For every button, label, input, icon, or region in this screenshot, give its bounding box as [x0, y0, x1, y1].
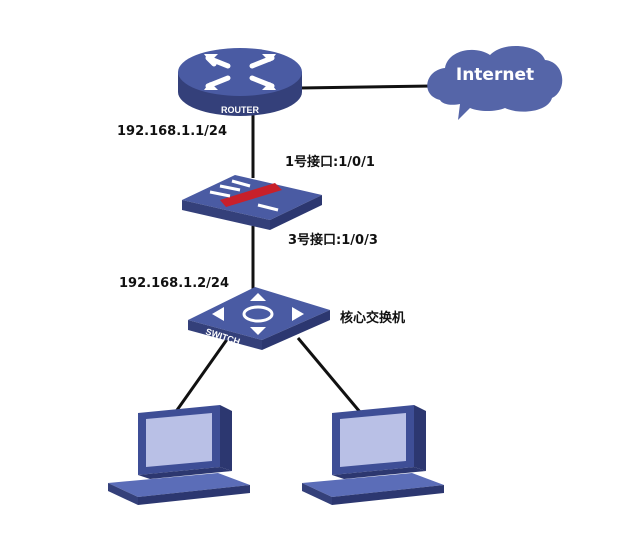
link-switch-pc-left [168, 337, 230, 421]
link-switch-pc-right [296, 337, 367, 419]
cloud-icon[interactable]: Internet [427, 45, 563, 121]
switch-icon[interactable]: SWITCH [188, 287, 330, 350]
router-ip-label: 192.168.1.1/24 [117, 124, 227, 139]
pc-left-icon[interactable] [108, 405, 250, 505]
core-switch-name: 核心交换机 [340, 310, 405, 326]
pc-right-icon[interactable] [302, 405, 444, 505]
firewall-port1-label: 1号接口:1/0/1 [285, 154, 375, 170]
internet-label: Internet [456, 65, 534, 85]
firewall-port3-label: 3号接口:1/0/3 [288, 232, 378, 248]
links [168, 84, 433, 421]
switch-ip-label: 192.168.1.2/24 [119, 276, 229, 291]
firewall-icon[interactable] [182, 175, 322, 230]
router-label: ROUTER [221, 105, 260, 115]
router-icon[interactable]: ROUTER [178, 48, 302, 116]
link-router-internet [299, 84, 433, 90]
